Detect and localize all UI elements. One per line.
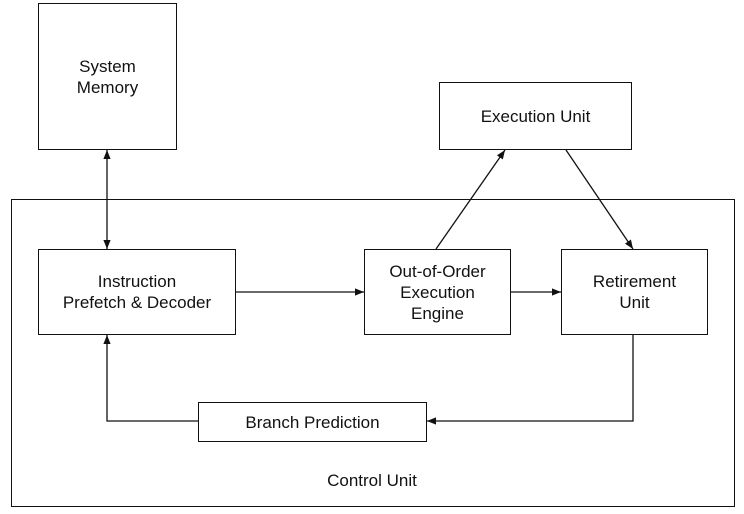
control-unit-container xyxy=(11,199,735,507)
ooo-engine-label: Out-of-Order Execution Engine xyxy=(389,261,486,323)
system-memory-box: System Memory xyxy=(38,3,177,150)
instruction-prefetch-label: Instruction Prefetch & Decoder xyxy=(62,272,212,312)
arrow-branch-prefetch xyxy=(103,335,198,422)
branch-prediction-box: Branch Prediction xyxy=(198,402,427,442)
retirement-unit-box: Retirement Unit xyxy=(561,249,708,335)
arrow-ooo-execution xyxy=(435,149,506,250)
instruction-prefetch-box: Instruction Prefetch & Decoder xyxy=(38,249,236,335)
execution-unit-box: Execution Unit xyxy=(439,82,632,150)
retirement-unit-label: Retirement Unit xyxy=(592,272,677,312)
control-unit-label: Control Unit xyxy=(327,471,417,490)
system-memory-label: System Memory xyxy=(76,56,139,97)
ooo-engine-box: Out-of-Order Execution Engine xyxy=(364,249,511,335)
branch-prediction-label: Branch Prediction xyxy=(245,412,380,432)
execution-unit-label: Execution Unit xyxy=(480,106,591,126)
arrow-retirement-branch xyxy=(427,334,634,425)
arrow-execution-retirement xyxy=(565,149,634,250)
